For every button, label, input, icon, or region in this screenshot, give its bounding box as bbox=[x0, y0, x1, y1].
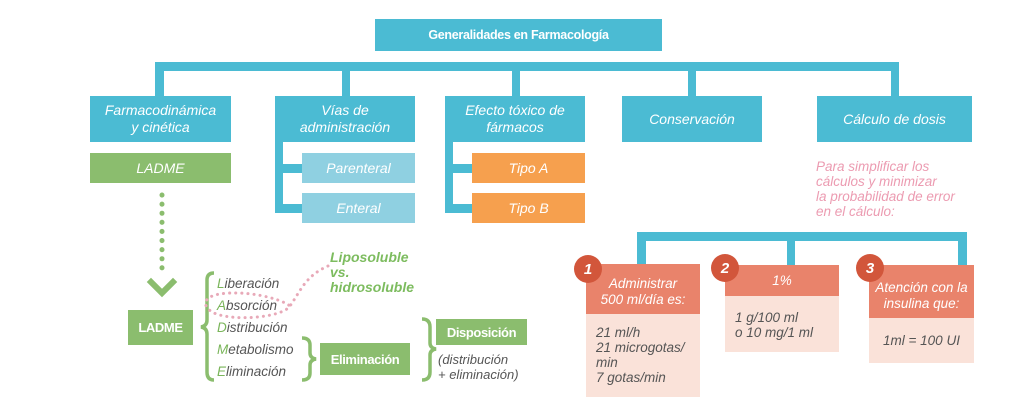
disposition-note: (distribución + eliminación) bbox=[438, 352, 538, 382]
dose-step-1-body-line: 7 gotas/min bbox=[596, 370, 666, 385]
ladme-item-rest: etabolismo bbox=[228, 342, 294, 357]
node-efecto-toxico: Efecto tóxico de fármacos bbox=[445, 96, 585, 142]
ladme-item-metabolismo: Metabolismo bbox=[217, 342, 294, 358]
connector-dose-stem-1 bbox=[637, 232, 646, 265]
ladme-detail-box: LADME bbox=[128, 310, 193, 345]
dose-step-1-body-line: min bbox=[596, 355, 618, 370]
connector-efecto-tipo-a bbox=[445, 164, 472, 173]
node-tipo-a: Tipo A bbox=[472, 153, 585, 183]
liposoluble-line: vs. bbox=[330, 264, 350, 280]
dose-step-1-body-line: 21 microgotas/ bbox=[596, 340, 685, 355]
dose-step-1-body: 21 ml/h 21 microgotas/ min 7 gotas/min bbox=[586, 314, 700, 397]
brace-ladme bbox=[200, 271, 215, 382]
dose-step-2-badge: 2 bbox=[711, 254, 739, 282]
ladme-item-initial: L bbox=[217, 276, 225, 291]
liposoluble-line: hidrosoluble bbox=[330, 279, 414, 295]
dose-intro-line: en el cálculo: bbox=[816, 204, 895, 219]
ladme-item-absorcion: Absorción bbox=[217, 298, 277, 314]
connector-vias-parenteral bbox=[275, 164, 302, 173]
connector-stem-3 bbox=[512, 62, 520, 96]
node-enteral-label: Enteral bbox=[336, 199, 381, 216]
dose-step-2-body-line: o 10 mg/1 ml bbox=[735, 325, 814, 340]
node-tipo-b-label: Tipo B bbox=[508, 199, 549, 216]
node-tipo-b: Tipo B bbox=[472, 193, 585, 223]
ladme-item-rest: liminación bbox=[226, 364, 287, 379]
connector-dose-stem-2 bbox=[787, 232, 795, 265]
node-parenteral: Parenteral bbox=[302, 153, 415, 183]
dose-step-3-body: 1ml = 100 UI bbox=[869, 318, 974, 363]
ladme-item-initial: A bbox=[217, 298, 227, 313]
brace-elimination bbox=[301, 336, 317, 382]
node-calculo-label: Cálculo de dosis bbox=[843, 110, 946, 127]
node-calculo-dosis: Cálculo de dosis bbox=[817, 96, 972, 142]
disposition-note-line: + eliminación) bbox=[438, 367, 519, 382]
ladme-item-rest: istribución bbox=[226, 320, 288, 335]
elimination-box-label: Eliminación bbox=[330, 351, 400, 367]
node-farmacodinamica-label: Farmacodinámica y cinética bbox=[104, 102, 217, 135]
connector-efecto-vertical bbox=[445, 142, 453, 213]
dose-step-2-body-line: 1 g/100 ml bbox=[735, 310, 799, 325]
dose-step-3-badge: 3 bbox=[856, 254, 884, 282]
disposition-box-label: Disposición bbox=[446, 324, 517, 340]
node-vias-administracion: Vías de administración bbox=[275, 96, 415, 142]
connector-stem-5 bbox=[891, 62, 899, 96]
ladme-item-rest: iberación bbox=[224, 276, 280, 291]
dose-step-1-header-line: 500 ml/día es: bbox=[600, 292, 686, 307]
ladme-detail-label: LADME bbox=[138, 320, 183, 335]
dose-step-2-body: 1 g/100 ml o 10 mg/1 ml bbox=[725, 296, 839, 352]
node-farmacodinamica: Farmacodinámica y cinética bbox=[90, 96, 231, 142]
node-conservacion: Conservación bbox=[622, 96, 762, 142]
dose-step-3-body-line: 1ml = 100 UI bbox=[883, 333, 960, 348]
connector-main-horizontal bbox=[155, 62, 899, 71]
connector-efecto-tipo-b bbox=[445, 204, 472, 213]
dose-intro-line: cálculos y minimizar bbox=[816, 174, 937, 189]
dose-step-1-badge: 1 bbox=[574, 255, 602, 283]
liposoluble-line: Liposoluble bbox=[330, 249, 409, 265]
dose-step-1-header-line: Administrar bbox=[608, 276, 678, 291]
ladme-item-distribucion: Distribución bbox=[217, 320, 288, 336]
node-parenteral-label: Parenteral bbox=[326, 159, 391, 176]
dose-step-1-body-line: 21 ml/h bbox=[596, 325, 641, 340]
node-vias-label: Vías de administración bbox=[299, 102, 391, 135]
ladme-item-initial: D bbox=[217, 320, 227, 335]
liposoluble-annotation: Liposoluble vs. hidrosoluble bbox=[330, 250, 440, 295]
ladme-item-initial: E bbox=[217, 364, 227, 379]
dose-step-2-header-line: 1% bbox=[772, 272, 792, 288]
node-tipo-a-label: Tipo A bbox=[508, 159, 549, 176]
connector-stem-4 bbox=[688, 62, 696, 96]
chevron-down-icon bbox=[146, 277, 178, 298]
ladme-item-eliminacion: Eliminación bbox=[217, 364, 286, 380]
ladme-item-liberacion: Liberación bbox=[217, 276, 279, 292]
node-enteral: Enteral bbox=[302, 193, 415, 223]
node-efecto-label: Efecto tóxico de fármacos bbox=[465, 102, 565, 135]
disposition-box: Disposición bbox=[436, 319, 527, 345]
connector-stem-1 bbox=[155, 62, 164, 96]
brace-disposition bbox=[421, 317, 437, 382]
ladme-item-initial: M bbox=[217, 342, 229, 357]
connector-dose-horizontal bbox=[637, 232, 967, 241]
dose-step-3-header-line: insulina que: bbox=[883, 295, 960, 311]
connector-vias-vertical bbox=[275, 142, 283, 213]
dose-intro-line: Para simplificar los bbox=[816, 159, 930, 174]
elimination-box: Eliminación bbox=[320, 343, 410, 375]
dose-intro-line: la probabilidad de error bbox=[816, 189, 955, 204]
dose-step-2-header: 1% bbox=[725, 265, 839, 296]
connector-dose-stem-3 bbox=[958, 232, 967, 265]
node-ladme: LADME bbox=[90, 153, 231, 183]
node-conservacion-label: Conservación bbox=[649, 110, 735, 127]
dose-step-3-header-line: Atención con la bbox=[875, 279, 968, 295]
connector-stem-2 bbox=[342, 62, 350, 96]
disposition-note-line: (distribución bbox=[438, 352, 509, 367]
ladme-item-rest: bsorción bbox=[226, 298, 278, 313]
dose-intro-note: Para simplificar los cálculos y minimiza… bbox=[816, 159, 976, 219]
root-node-title: Generalidades en Farmacología bbox=[375, 19, 662, 51]
node-ladme-label: LADME bbox=[136, 159, 185, 176]
connector-vias-enteral bbox=[275, 204, 302, 213]
